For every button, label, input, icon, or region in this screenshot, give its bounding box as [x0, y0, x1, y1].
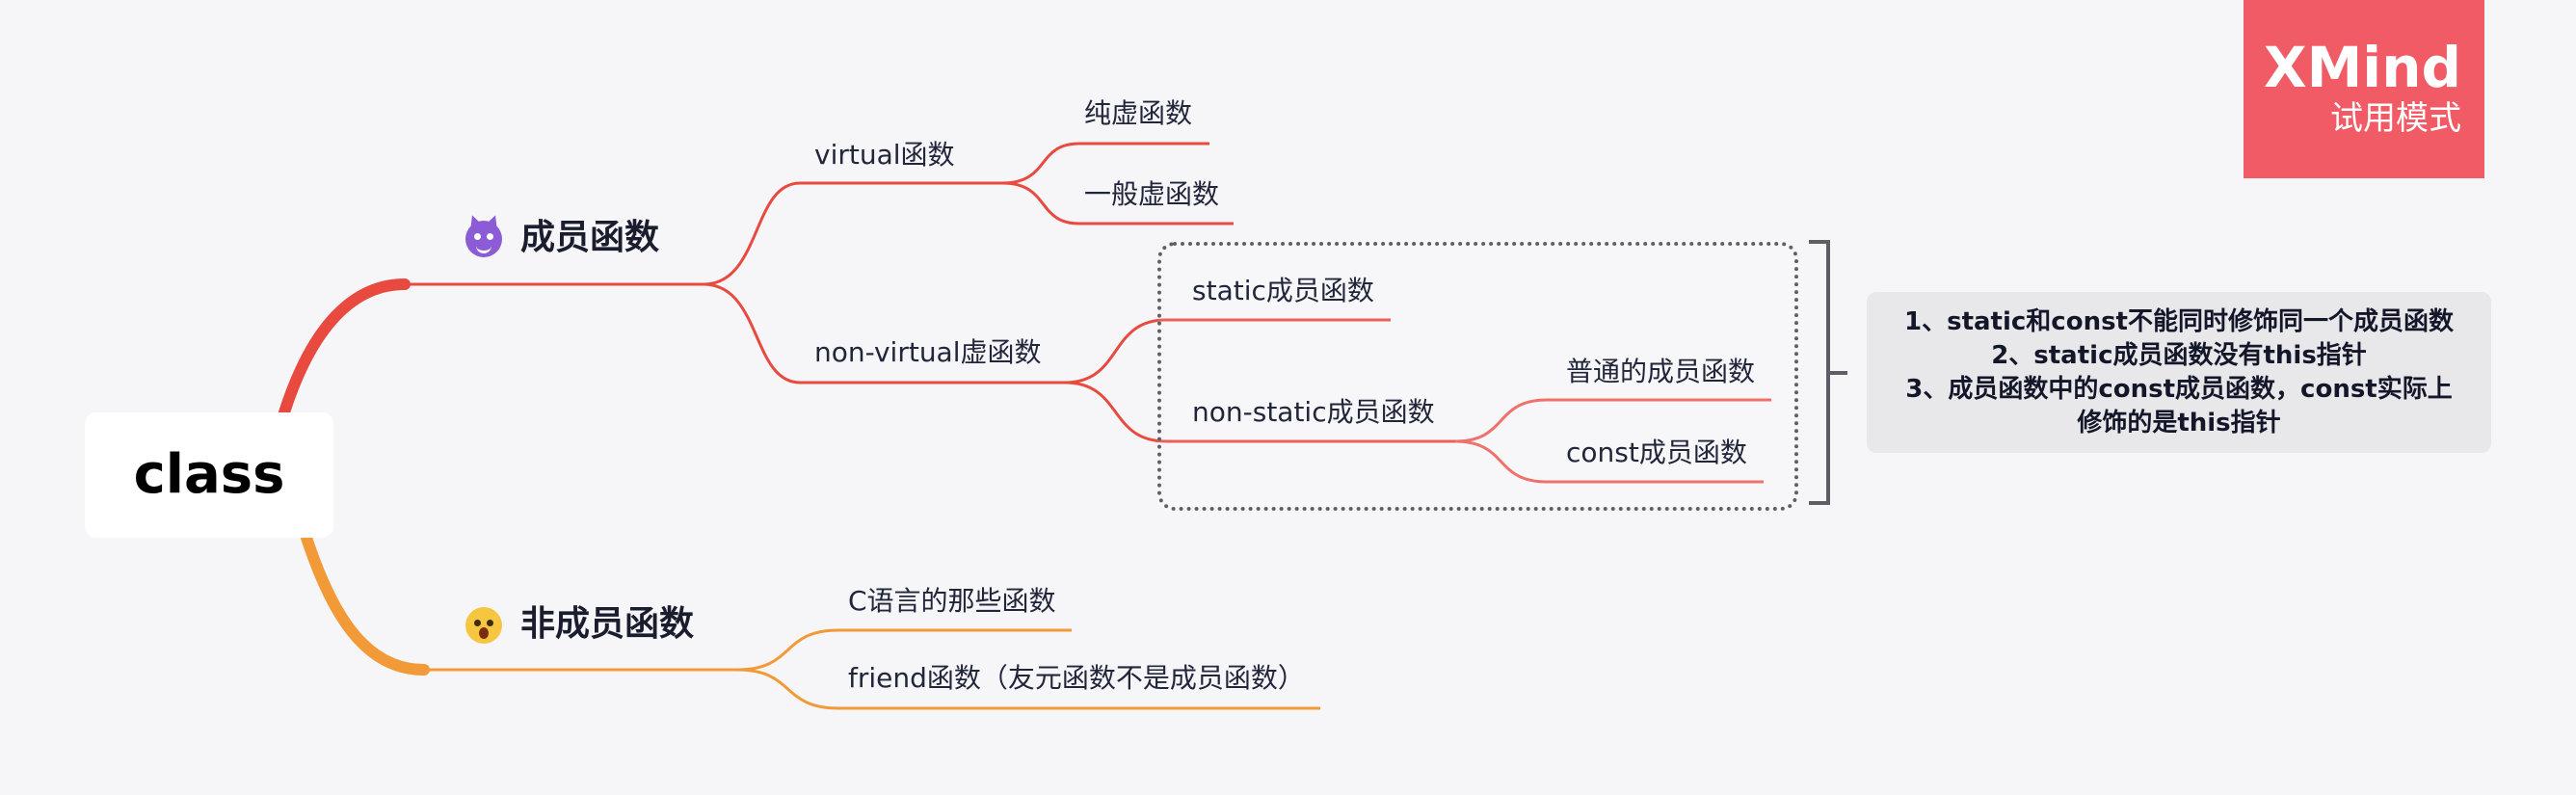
summary-line-3: 3、成员函数中的const成员函数，const实际上 [1905, 374, 2453, 404]
devil-mouth [476, 244, 491, 253]
topic-ordinary-member[interactable]: 普通的成员函数 [1566, 356, 1756, 387]
root-topic-label: class [133, 443, 285, 506]
connector-member-nonvirtual [703, 282, 1065, 384]
wow-right-eye [487, 620, 493, 626]
connector-nonstatic-normal [1454, 398, 1771, 443]
connector-root-nonmember [301, 532, 430, 676]
connector-nonstatic-const [1454, 439, 1764, 484]
devil-left-eye [474, 233, 481, 240]
astonished-face-icon [465, 607, 502, 644]
topic-const-member[interactable]: const成员函数 [1566, 437, 1747, 468]
summary-bracket [1809, 240, 1847, 505]
topic-pure-virtual[interactable]: 纯虚函数 [1084, 97, 1193, 129]
watermark-subtitle: 试用模式 [2330, 99, 2461, 139]
devil-right-eye [487, 233, 493, 240]
connector-root-member [279, 278, 411, 418]
connector-nonvirtual-nonstatic [1064, 381, 1455, 443]
summary-line-2: 2、static成员函数没有this指针 [1991, 340, 2367, 370]
connector-nonvirtual-static [1064, 318, 1391, 384]
topic-non-virtual[interactable]: non-virtual虚函数 [814, 336, 1042, 368]
branch-member-functions[interactable]: 成员函数 [520, 218, 660, 257]
connector-nonmember-friend [736, 668, 1320, 710]
connector-nonmember-c [736, 628, 1072, 672]
branch-non-member-functions[interactable]: 非成员函数 [520, 604, 695, 644]
topic-c-language-functions[interactable]: C语言的那些函数 [848, 585, 1056, 617]
root-topic[interactable]: class [85, 412, 333, 538]
summary-note[interactable]: 1、static和const不能同时修饰同一个成员函数 2、static成员函数… [1867, 292, 2491, 453]
connector-virtual-general [1001, 181, 1234, 225]
connector-member-virtual [703, 181, 1002, 286]
trial-watermark: XMind 试用模式 [2244, 0, 2484, 178]
wow-mouth [479, 627, 489, 639]
summary-line-4: 修饰的是this指针 [2077, 408, 2281, 437]
summary-line-1: 1、static和const不能同时修饰同一个成员函数 [1904, 306, 2454, 336]
topic-non-static-member[interactable]: non-static成员函数 [1192, 396, 1435, 428]
smiling-devil-icon [465, 221, 502, 257]
topic-general-virtual[interactable]: 一般虚函数 [1084, 178, 1220, 210]
topic-static-member[interactable]: static成员函数 [1192, 275, 1374, 306]
wow-left-eye [474, 620, 481, 626]
topic-friend-functions[interactable]: friend函数（友元函数不是成员函数） [848, 662, 1305, 694]
non-virtual-group-boundary [1157, 242, 1798, 511]
watermark-title: XMind [2263, 35, 2461, 101]
connector-virtual-pure [1001, 142, 1209, 185]
topic-virtual-functions[interactable]: virtual函数 [814, 139, 955, 171]
